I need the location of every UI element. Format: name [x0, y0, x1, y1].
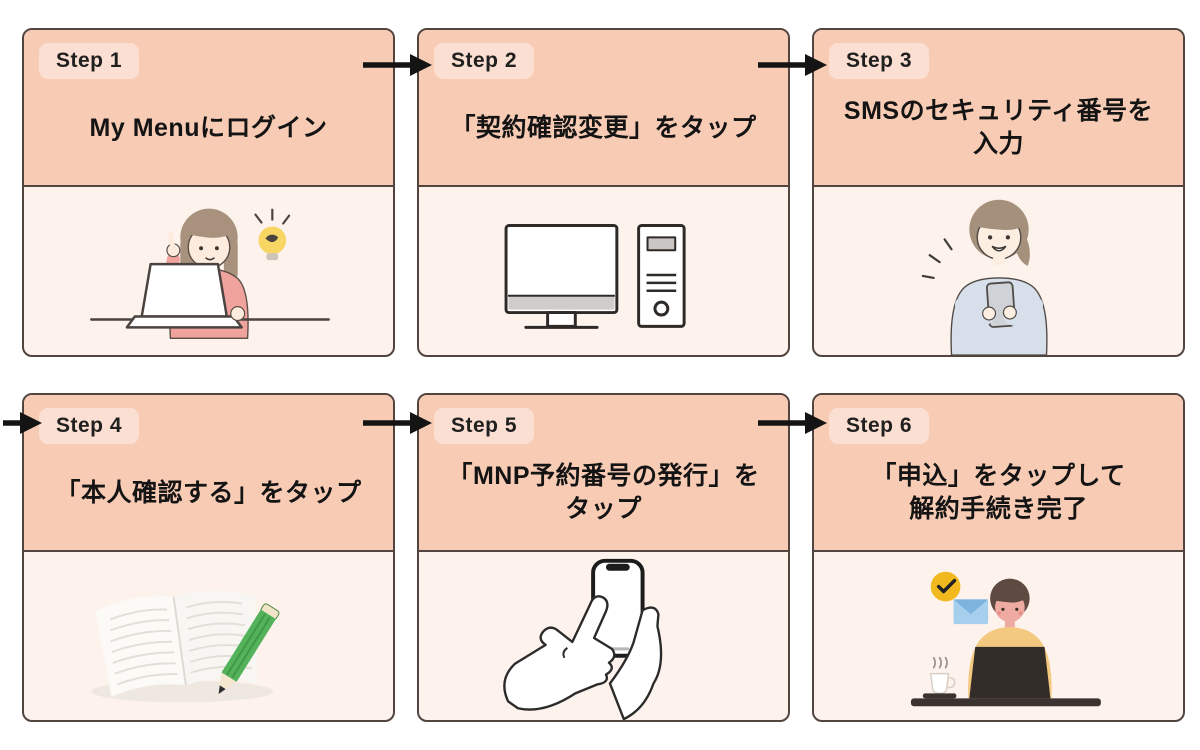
step-title: SMSのセキュリティ番号を 入力 [829, 79, 1168, 177]
woman-laptop-idea-illustration [90, 208, 330, 339]
step-badge: Step 6 [829, 408, 930, 444]
step-badge: Step 4 [39, 408, 140, 444]
step-2-illustration-area [419, 187, 788, 355]
step-title-line: 「申込」をタップして [871, 462, 1126, 490]
step-title-line: 「契約確認変更」をタップ [450, 113, 757, 142]
step-1-header: Step 1 My Menuにログイン [24, 30, 393, 187]
notebook-and-pencil-illustration [91, 590, 280, 703]
step-2-header: Step 2 「契約確認変更」をタップ [419, 30, 788, 187]
step-title-line: 「本人確認する」をタップ [55, 478, 362, 507]
step-4-card: Step 4 「本人確認する」をタップ [22, 393, 395, 722]
step-title-line: 「MNP予約番号の発行」を [447, 462, 760, 490]
step-5-header: Step 5 「MNP予約番号の発行」を タップ [419, 395, 788, 552]
hand-tapping-phone-illustration [503, 558, 663, 720]
step-title: 「MNP予約番号の発行」を タップ [434, 444, 773, 542]
woman-holding-phone-illustration [921, 199, 1048, 355]
step-title-line: 解約手続き完了 [909, 495, 1088, 523]
step-6-card: Step 6 「申込」をタップして 解約手続き完了 [812, 393, 1185, 722]
step-6-header: Step 6 「申込」をタップして 解約手続き完了 [814, 395, 1183, 552]
man-laptop-complete-illustration [910, 571, 1101, 707]
step-badge: Step 5 [434, 408, 535, 444]
step-title-line: My Menuにログイン [89, 113, 328, 142]
step-4-illustration-area [24, 552, 393, 720]
step-5-illustration-area [419, 552, 788, 720]
step-3-header: Step 3 SMSのセキュリティ番号を 入力 [814, 30, 1183, 187]
step-3-illustration-area [814, 187, 1183, 355]
step-title: 「申込」をタップして 解約手続き完了 [829, 444, 1168, 542]
step-title-line: SMSのセキュリティ番号を [843, 97, 1154, 125]
step-title: My Menuにログイン [39, 79, 378, 177]
step-badge: Step 1 [39, 43, 140, 79]
step-5-card: Step 5 「MNP予約番号の発行」を タップ [417, 393, 790, 722]
step-1-card: Step 1 My Menuにログイン [22, 28, 395, 357]
step-1-illustration-area [24, 187, 393, 355]
step-title: 「契約確認変更」をタップ [434, 79, 773, 177]
step-badge: Step 3 [829, 43, 930, 79]
step-badge: Step 2 [434, 43, 535, 79]
step-title-line: タップ [565, 495, 642, 523]
step-3-card: Step 3 SMSのセキュリティ番号を 入力 [812, 28, 1185, 357]
step-4-header: Step 4 「本人確認する」をタップ [24, 395, 393, 552]
step-title: 「本人確認する」をタップ [39, 444, 378, 542]
step-6-illustration-area [814, 552, 1183, 720]
step-title-line: 入力 [972, 130, 1024, 158]
step-2-card: Step 2 「契約確認変更」をタップ [417, 28, 790, 357]
desktop-computer-illustration [504, 224, 686, 329]
